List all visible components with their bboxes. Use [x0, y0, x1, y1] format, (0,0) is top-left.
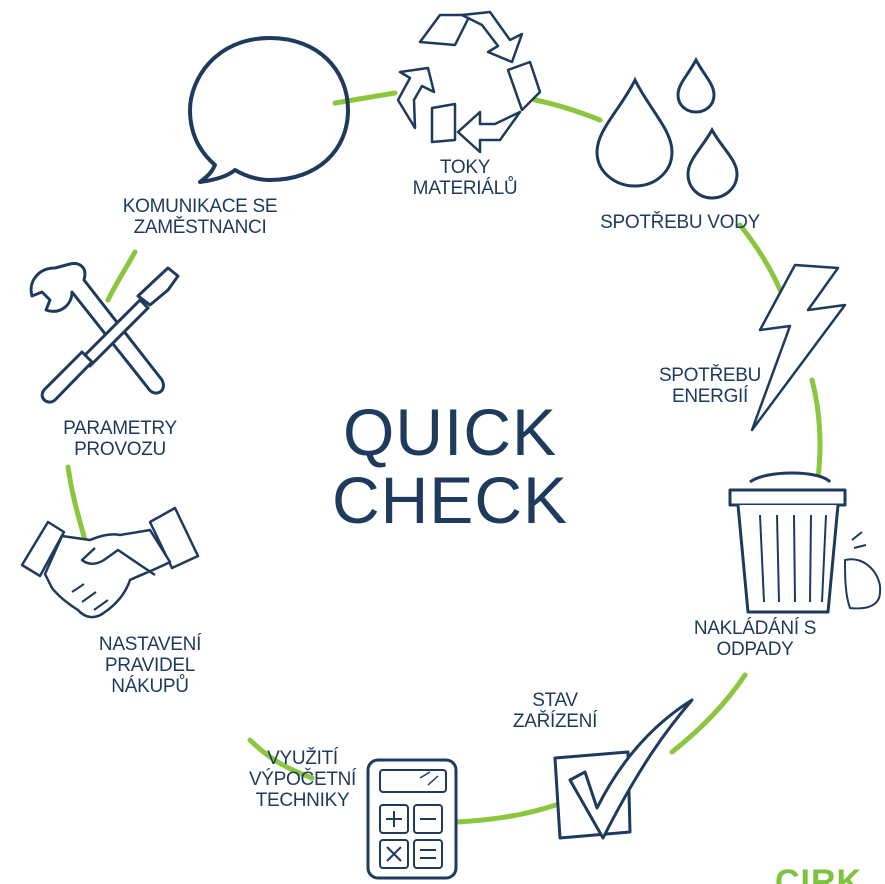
label-line: SPOTŘEBU	[658, 365, 762, 386]
label-line: PRAVIDEL	[104, 655, 196, 676]
label-line: STAV	[532, 690, 578, 711]
label-line: PROVOZU	[74, 439, 166, 460]
recycle-icon	[396, 10, 542, 154]
label-operation-parameters: PARAMETRY PROVOZU	[45, 418, 195, 460]
label-line: SPOTŘEBU VODY	[600, 212, 760, 233]
handshake-icon	[20, 506, 200, 619]
label-purchasing-rules: NASTAVENÍ PRAVIDEL NÁKUPŮ	[75, 634, 225, 697]
label-line: VÝPOČETNÍ	[248, 769, 357, 790]
label-line: VYUŽITÍ	[267, 748, 338, 769]
wrench-screwdriver-icon	[29, 262, 180, 404]
label-line: ZAŘÍZENÍ	[512, 711, 598, 732]
label-line: MATERIÁLŮ	[412, 178, 518, 199]
brand-logo: CIRK	[775, 863, 863, 884]
label-employee-communication: KOMUNIKACE SE ZAMĚSTNANCI	[100, 196, 300, 238]
label-material-flows: TOKY MATERIÁLŮ	[390, 157, 540, 199]
label-line: NÁKUPŮ	[111, 676, 189, 697]
diagram-title: QUICK CHECK	[300, 398, 600, 534]
label-line: ODPADY	[716, 639, 794, 660]
label-line: TECHNIKY	[255, 790, 350, 811]
title-line: CHECK	[331, 463, 569, 537]
label-line: PARAMETRY	[63, 418, 177, 439]
label-line: NAKLÁDÁNÍ S	[693, 618, 817, 639]
label-water-consumption: SPOTŘEBU VODY	[575, 212, 785, 233]
label-energy-consumption: SPOTŘEBU ENERGIÍ	[640, 365, 780, 407]
speech-bubble-icon	[188, 36, 350, 184]
label-line: ENERGIÍ	[671, 386, 749, 407]
trash-bin-icon	[728, 471, 882, 614]
label-line: NASTAVENÍ	[98, 634, 202, 655]
label-waste-handling: NAKLÁDÁNÍ S ODPADY	[670, 618, 840, 660]
label-equipment-state: STAV ZAŘÍZENÍ	[500, 690, 610, 732]
label-line: KOMUNIKACE SE	[122, 196, 278, 217]
checkbox-checkmark-icon	[553, 698, 694, 840]
lightning-icon	[750, 263, 847, 432]
calculator-icon	[366, 758, 458, 880]
label-computing-technology: VYUŽITÍ VÝPOČETNÍ TECHNIKY	[235, 748, 370, 811]
title-line: QUICK	[342, 395, 558, 469]
label-line: TOKY	[439, 157, 491, 178]
cycle-ring	[65, 90, 823, 825]
water-drops-icon	[595, 56, 739, 200]
label-line: ZAMĚSTNANCI	[133, 217, 267, 238]
